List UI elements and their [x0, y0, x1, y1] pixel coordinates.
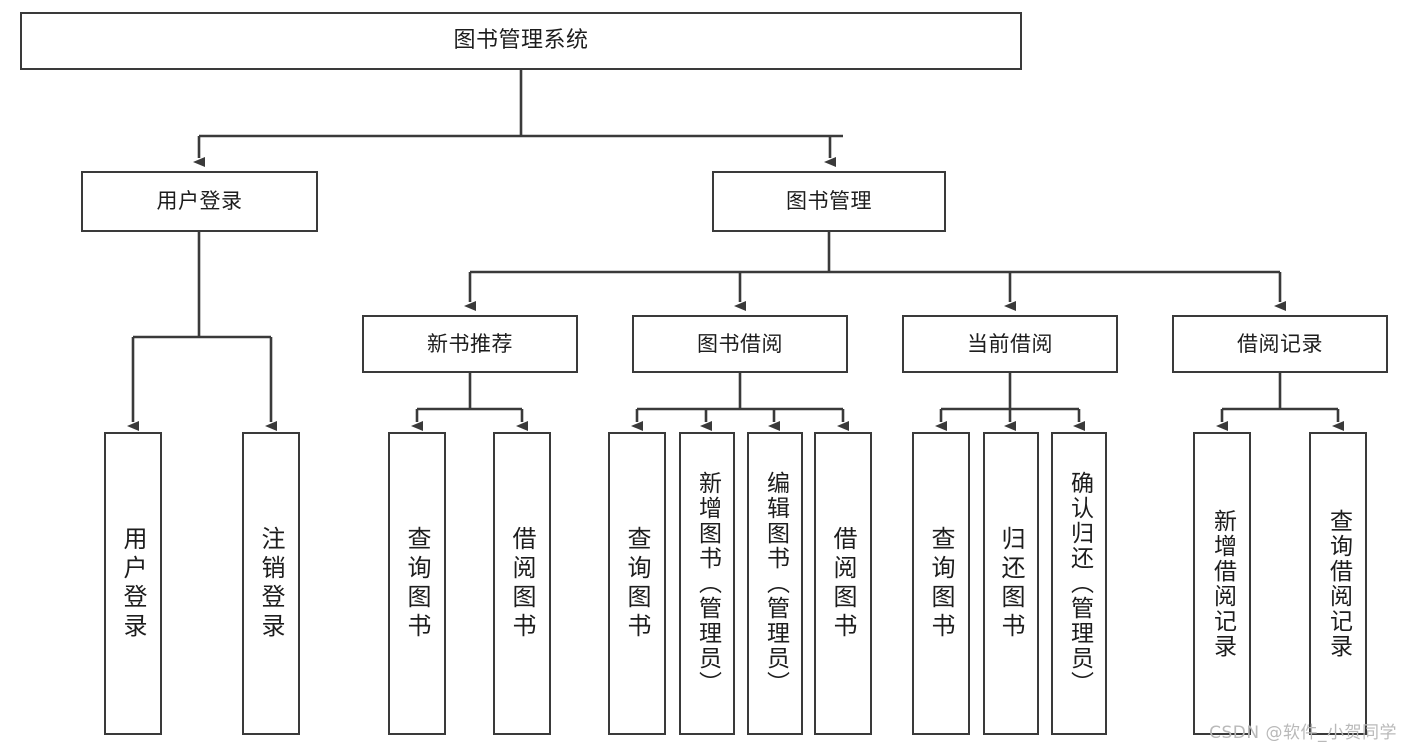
node-leaf-add-book-admin[interactable]: 新增图书（管理员）	[679, 432, 735, 735]
node-leaf-edit-book-admin-label: 编辑图书（管理员）	[762, 471, 789, 696]
node-leaf-search-book-current[interactable]: 查询图书	[912, 432, 970, 735]
node-leaf-borrow-book-new[interactable]: 借阅图书	[493, 432, 551, 735]
node-current-borrow[interactable]: 当前借阅	[902, 315, 1118, 373]
node-user-login[interactable]: 用户登录	[81, 171, 318, 232]
node-leaf-return-book[interactable]: 归还图书	[983, 432, 1039, 735]
node-book-management-label: 图书管理	[786, 189, 872, 214]
node-leaf-search-book-borrow[interactable]: 查询图书	[608, 432, 666, 735]
node-leaf-search-book-new[interactable]: 查询图书	[388, 432, 446, 735]
node-borrow-records-label: 借阅记录	[1237, 331, 1323, 356]
node-leaf-borrow-book-label: 借阅图书	[829, 525, 857, 642]
node-book-borrow-label: 图书借阅	[697, 331, 783, 356]
node-leaf-search-book-current-label: 查询图书	[927, 525, 955, 642]
node-book-management[interactable]: 图书管理	[712, 171, 946, 232]
node-leaf-user-login[interactable]: 用户登录	[104, 432, 162, 735]
node-new-book-recommend[interactable]: 新书推荐	[362, 315, 578, 373]
node-leaf-search-borrow-record[interactable]: 查询借阅记录	[1309, 432, 1367, 735]
node-leaf-user-login-label: 用户登录	[119, 525, 147, 642]
node-leaf-borrow-book-new-label: 借阅图书	[508, 525, 536, 642]
node-leaf-search-borrow-record-label: 查询借阅记录	[1325, 508, 1352, 659]
node-root-label: 图书管理系统	[453, 28, 589, 54]
node-user-login-label: 用户登录	[156, 189, 243, 214]
node-leaf-add-borrow-record-label: 新增借阅记录	[1209, 508, 1236, 659]
node-leaf-logout-label: 注销登录	[257, 525, 285, 642]
node-leaf-confirm-return-admin[interactable]: 确认归还（管理员）	[1051, 432, 1107, 735]
node-leaf-logout[interactable]: 注销登录	[242, 432, 300, 735]
node-new-book-recommend-label: 新书推荐	[427, 331, 513, 356]
node-leaf-add-book-admin-label: 新增图书（管理员）	[694, 471, 721, 696]
node-leaf-edit-book-admin[interactable]: 编辑图书（管理员）	[747, 432, 803, 735]
node-leaf-borrow-book[interactable]: 借阅图书	[814, 432, 872, 735]
node-leaf-search-book-borrow-label: 查询图书	[623, 525, 651, 642]
node-leaf-confirm-return-admin-label: 确认归还（管理员）	[1066, 471, 1093, 696]
node-leaf-search-book-new-label: 查询图书	[403, 525, 431, 642]
node-current-borrow-label: 当前借阅	[967, 331, 1053, 356]
node-leaf-add-borrow-record[interactable]: 新增借阅记录	[1193, 432, 1251, 735]
node-borrow-records[interactable]: 借阅记录	[1172, 315, 1388, 373]
node-leaf-return-book-label: 归还图书	[997, 525, 1025, 642]
watermark: CSDN @软件_小贺同学	[1209, 723, 1397, 743]
node-root[interactable]: 图书管理系统	[20, 12, 1022, 70]
node-book-borrow[interactable]: 图书借阅	[632, 315, 848, 373]
